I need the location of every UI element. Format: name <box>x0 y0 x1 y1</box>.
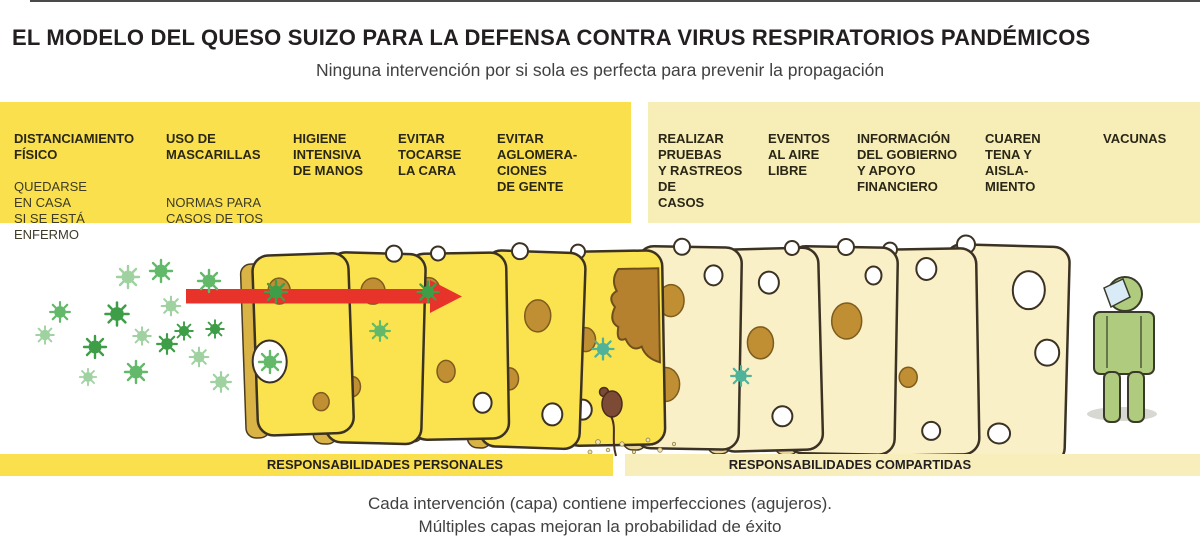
virus-icon <box>369 320 391 342</box>
column-eventos-aire-libre: EVENTOS AL AIRE LIBRE <box>768 115 913 195</box>
cheese-bite <box>610 267 661 364</box>
page-subtitle: Ninguna intervención por si sola es perf… <box>315 60 885 80</box>
column-header: HIGIENE INTENSIVA DE MANOS <box>293 131 364 178</box>
virus-icon <box>160 295 182 317</box>
column-higiene-manos: HIGIENE INTENSIVA DE MANOS <box>293 115 438 195</box>
footer-caption: Cada intervención (capa) contiene imperf… <box>0 492 1200 538</box>
column-cuarentena: CUAREN TENA Y AISLA- MIENTO <box>985 115 1130 211</box>
virus-icon <box>210 371 232 393</box>
virus-icon <box>115 264 141 290</box>
top-border-line <box>30 0 1200 2</box>
virus-icon <box>132 326 152 346</box>
virus-icon <box>205 319 225 339</box>
column-informacion-gobierno: INFORMACIÓN DEL GOBIERNO Y APOYO FINANCI… <box>857 115 1002 211</box>
column-header: USO DE MASCARILLAS <box>166 131 261 162</box>
virus-icon <box>730 365 752 387</box>
column-vacunas: VACUNAS <box>1103 115 1200 163</box>
column-mascarillas: USO DE MASCARILLAS NORMAS PARA CASOS DE … <box>166 115 311 243</box>
cheese-crumbs <box>587 437 677 455</box>
column-distanciamiento: DISTANCIAMIENTO FÍSICO QUEDARSE EN CASA … <box>14 115 159 259</box>
column-header: VACUNAS <box>1103 131 1167 146</box>
personal-interventions-banner: DISTANCIAMIENTO FÍSICO QUEDARSE EN CASA … <box>0 102 631 242</box>
footer-line-1: Cada intervención (capa) contiene imperf… <box>368 494 832 513</box>
footer-line-2: Múltiples capas mejoran la probabilidad … <box>418 517 782 536</box>
column-header: INFORMACIÓN DEL GOBIERNO Y APOYO FINANCI… <box>857 131 958 194</box>
virus-icon <box>78 367 98 387</box>
column-header: EVENTOS AL AIRE LIBRE <box>768 131 830 178</box>
page-title: EL MODELO DEL QUESO SUIZO PARA LA DEFENS… <box>12 25 1091 50</box>
column-header: DISTANCIAMIENTO FÍSICO <box>14 131 135 162</box>
mouse-icon <box>598 386 623 457</box>
virus-icon <box>156 333 178 355</box>
person-icon <box>1087 276 1157 423</box>
virus-icon <box>35 325 55 345</box>
virus-icon <box>148 258 174 284</box>
cheese-layers-illustration <box>35 234 1157 460</box>
virus-icon <box>263 279 289 305</box>
face-mask-icon <box>1103 277 1131 309</box>
column-evitar-tocarse: EVITAR TOCARSE LA CARA <box>398 115 543 195</box>
virus-icon <box>82 334 108 360</box>
cheese-slice <box>239 251 355 439</box>
virus-icon <box>49 301 71 323</box>
virus-icon <box>257 349 283 375</box>
shared-responsibilities-bar: RESPONSABILIDADES COMPARTIDAS <box>625 454 1200 476</box>
column-header: REALIZAR PRUEBAS Y RASTREOS DE CASOS <box>658 131 743 210</box>
column-subtext: QUEDARSE EN CASA SI SE ESTÁ ENFERMO <box>14 179 87 242</box>
virus-icon <box>416 280 440 304</box>
virus-icon <box>123 359 149 385</box>
personal-responsibilities-bar: RESPONSABILIDADES PERSONALES <box>0 454 613 476</box>
virus-icon <box>196 268 222 294</box>
virus-icon <box>591 337 615 361</box>
shared-interventions-banner: REALIZAR PRUEBAS Y RASTREOS DE CASOS EVE… <box>648 102 1200 223</box>
transmission-arrow-icon <box>186 280 462 313</box>
column-pruebas-rastreos: REALIZAR PRUEBAS Y RASTREOS DE CASOS <box>658 115 803 227</box>
column-header: CUAREN TENA Y AISLA- MIENTO <box>985 131 1041 194</box>
column-evitar-aglomeraciones: EVITAR AGLOMERA- CIONES DE GENTE <box>497 115 642 211</box>
column-header: EVITAR TOCARSE LA CARA <box>398 131 462 178</box>
bar-label: RESPONSABILIDADES COMPARTIDAS <box>728 457 972 472</box>
column-header: EVITAR AGLOMERA- CIONES DE GENTE <box>497 131 578 194</box>
virus-icon <box>174 321 194 341</box>
virus-icon <box>104 301 130 327</box>
virus-icon <box>188 346 210 368</box>
column-subtext: NORMAS PARA CASOS DE TOS <box>166 195 264 226</box>
bar-label: RESPONSABILIDADES PERSONALES <box>266 457 504 472</box>
virus-cloud <box>35 258 232 393</box>
